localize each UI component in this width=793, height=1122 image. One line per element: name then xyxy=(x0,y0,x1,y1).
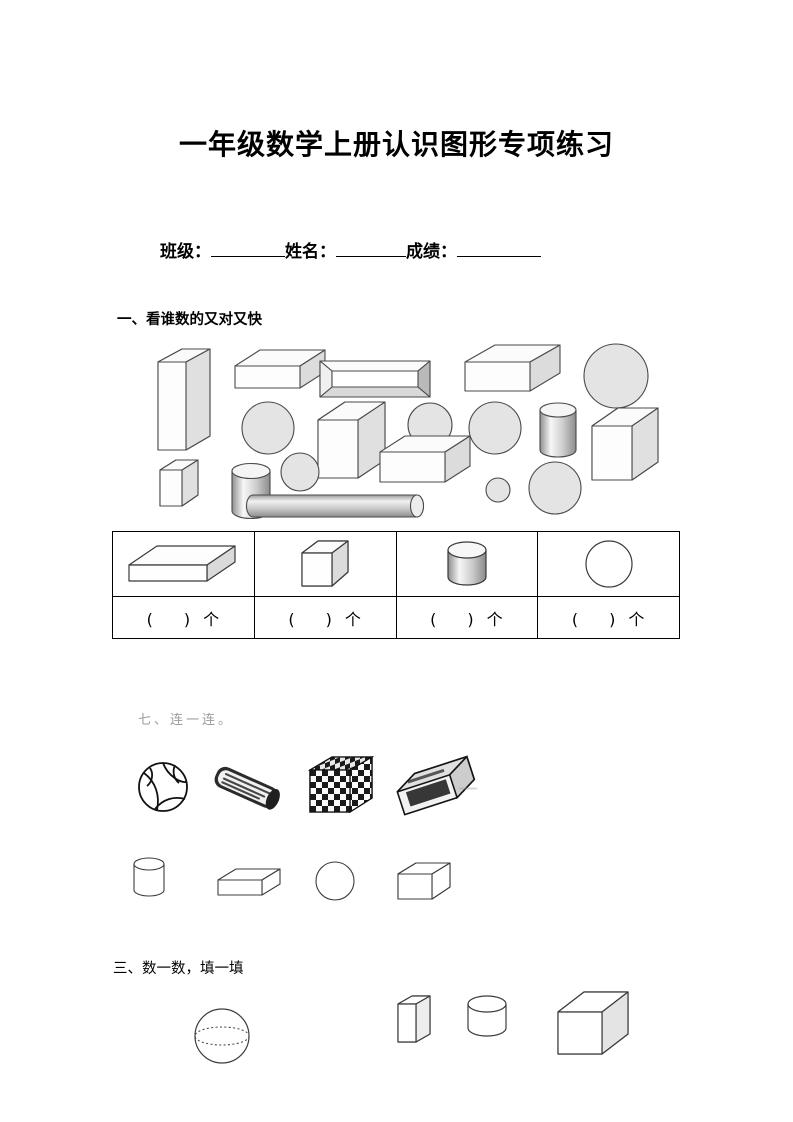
name-input-blank[interactable] xyxy=(336,256,406,257)
shape-count-table: ()个 ()个 ()个 ()个 xyxy=(112,531,680,639)
answer-cuboid[interactable]: ()个 xyxy=(146,609,221,629)
table-cell-answer-sphere[interactable]: ()个 xyxy=(537,596,680,639)
table-cell-shape-sphere xyxy=(537,531,680,597)
table-cell-answer-cube[interactable]: ()个 xyxy=(253,596,397,639)
section-2-outline-shape-row xyxy=(120,852,480,910)
class-input-blank[interactable] xyxy=(211,256,285,257)
score-input-blank[interactable] xyxy=(457,256,541,257)
answer-sphere[interactable]: ()个 xyxy=(571,609,646,629)
section-2-heading: 七、连一连。 xyxy=(138,713,235,728)
class-label: 班级： xyxy=(160,242,211,262)
cuboid-icon xyxy=(113,532,254,596)
table-shape-row xyxy=(112,531,680,597)
section-3-heading: 三、数一数，填一填 xyxy=(113,961,244,977)
name-label: 姓名： xyxy=(285,242,336,262)
student-info-line: 班级： 姓名： 成绩： xyxy=(160,237,541,262)
page-title: 一年级数学上册认识图形专项练习 xyxy=(178,128,614,161)
score-label: 成绩： xyxy=(406,242,457,262)
section-2-photo-row xyxy=(130,752,510,820)
table-cell-answer-cuboid[interactable]: ()个 xyxy=(112,596,255,639)
table-answer-row: ()个 ()个 ()个 ()个 xyxy=(112,596,680,639)
table-cell-shape-cube xyxy=(253,531,397,597)
table-cell-shape-cuboid xyxy=(112,531,255,597)
section-1-heading: 一、看谁数的又对又快 xyxy=(117,312,262,328)
answer-cylinder[interactable]: ()个 xyxy=(430,609,504,629)
section-3-shape-row xyxy=(180,990,670,1082)
cylinder-icon xyxy=(397,532,538,596)
scan-artifact-dash xyxy=(459,788,477,789)
sphere-icon xyxy=(538,532,679,596)
table-cell-answer-cylinder[interactable]: ()个 xyxy=(395,596,539,639)
cube-icon xyxy=(255,532,396,596)
shape-cluster-illustration xyxy=(140,340,685,522)
answer-cube[interactable]: ()个 xyxy=(288,609,362,629)
table-cell-shape-cylinder xyxy=(395,531,539,597)
